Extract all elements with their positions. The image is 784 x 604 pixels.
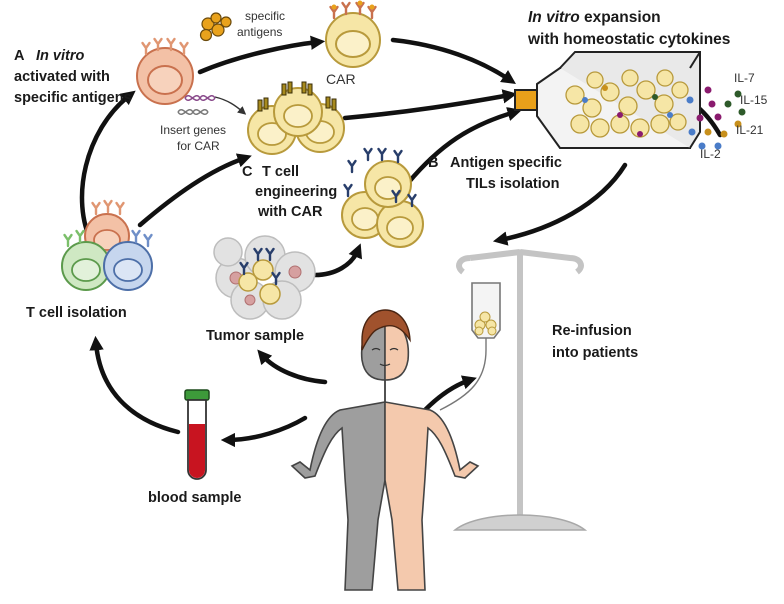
blood-tube-icon	[184, 389, 210, 480]
iv-bag-icon	[439, 282, 501, 411]
step-a-line3: specific antigens	[14, 90, 132, 106]
tumor-cell-icon	[213, 235, 316, 320]
step-c-line3: with CAR	[257, 204, 323, 220]
specific-antigens-line1: specific	[245, 9, 285, 23]
step-a-letter: A	[14, 48, 25, 64]
il7-label: IL-7	[734, 71, 755, 85]
arrow-isolation-to-car	[137, 153, 252, 228]
arrow-flask-to-patient	[492, 162, 628, 246]
car-label: CAR	[326, 71, 356, 87]
reinfusion-label: Re-infusion into patients	[552, 323, 638, 361]
specific-antigens-label: specific antigens	[237, 9, 285, 39]
activated-t-cell-icon	[136, 37, 194, 105]
expansion-italic: In vitro	[528, 9, 580, 26]
expansion-line1: In vitro expansion	[528, 9, 661, 26]
specific-antigens-line2: antigens	[237, 25, 282, 39]
step-a-label: A In vitro activated with specific antig…	[14, 48, 132, 106]
arrow-activation-to-antigen-cell	[197, 35, 326, 75]
iv-stand-icon	[452, 249, 588, 531]
blood-sample-label: blood sample	[148, 490, 241, 506]
arrow-patient-to-tumor	[257, 349, 328, 385]
arrow-isolation-to-activation	[79, 90, 136, 246]
arrow-dna-to-car	[214, 96, 247, 115]
step-a-line1: In vitro	[36, 48, 84, 64]
arrow-patient-to-tils	[422, 375, 477, 413]
patient-figure-icon	[290, 309, 480, 591]
reinfusion-line2: into patients	[552, 345, 638, 361]
arrow-tils-to-flask	[405, 107, 522, 186]
tumor-sample-label: Tumor sample	[206, 328, 304, 344]
step-c-line1: T cell	[262, 164, 299, 180]
expansion-label: In vitro expansion with homeostatic cyto…	[527, 9, 730, 48]
antigen-icon	[199, 12, 232, 42]
arrow-tumor-to-tils	[312, 243, 363, 278]
insert-genes-label: Insert genes for CAR	[160, 123, 226, 153]
dna-icon	[177, 95, 216, 115]
step-b-letter: B	[428, 155, 438, 171]
arrow-patient-to-blood	[220, 415, 308, 448]
step-a-line2: activated with	[14, 69, 110, 85]
cytokine-labels: IL-7 IL-15 IL-21 IL-2	[700, 71, 768, 161]
car-t-cell-group-icon	[247, 81, 345, 155]
flask-icon	[514, 51, 701, 149]
step-b-label: B Antigen specific TILs isolation	[428, 155, 562, 192]
il2-label: IL-2	[700, 147, 721, 161]
t-cell-isolation-label: T cell isolation	[26, 305, 127, 321]
cytokine-icon	[686, 86, 746, 150]
il15-label: IL-15	[740, 93, 768, 107]
isolated-t-cells-icon	[61, 199, 153, 291]
arrow-blood-to-isolation	[89, 335, 181, 435]
step-c-letter: C	[242, 164, 253, 180]
antigen-bound-t-cell-icon	[325, 0, 381, 68]
step-b-line2: TILs isolation	[466, 176, 559, 192]
step-c-label: C T cell engineering with CAR	[242, 164, 337, 220]
til-cell-group-icon	[341, 147, 424, 248]
expansion-line2: with homeostatic cytokines	[527, 31, 730, 48]
step-c-line2: engineering	[255, 184, 337, 200]
process-arrows	[79, 35, 723, 448]
step-b-line1: Antigen specific	[450, 155, 562, 171]
arrow-antigen-cell-to-flask	[390, 37, 516, 84]
il21-label: IL-21	[736, 123, 764, 137]
arrow-car-to-flask	[342, 89, 518, 121]
expansion-rest: expansion	[580, 9, 661, 26]
insert-genes-line2: for CAR	[177, 139, 220, 153]
insert-genes-line1: Insert genes	[160, 123, 226, 137]
reinfusion-line1: Re-infusion	[552, 323, 632, 339]
